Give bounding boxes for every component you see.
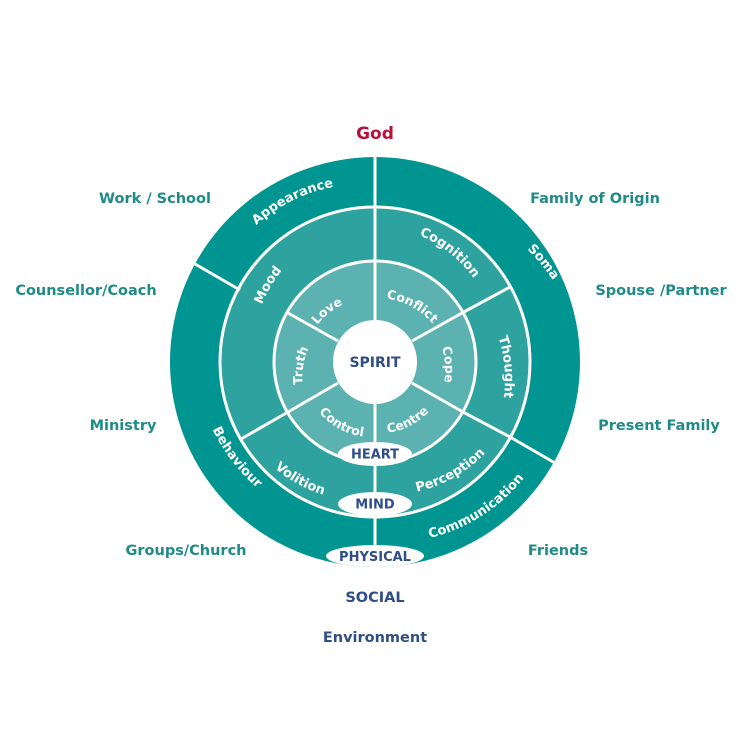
label-present-family: Present Family [598,418,720,434]
physical-pill: PHYSICAL [326,545,424,567]
spirit-center [333,320,417,404]
label-ministry: Ministry [90,418,157,434]
mind-pill: MIND [338,492,412,516]
mind-ring-dividers [240,207,511,517]
label-work-school: Work / School [99,191,211,207]
spirit-label: SPIRIT [349,355,401,371]
god-label: God [356,124,394,144]
label-friends: Friends [528,543,588,559]
label-counsellor-coach: Counsellor/Coach [15,283,156,299]
label-family-of-origin: Family of Origin [530,191,660,207]
heart-ring-label: HEART [351,448,399,463]
physical-ring-label: PHYSICAL [339,550,411,565]
label-groups-church: Groups/Church [126,543,247,559]
social-label: SOCIAL [345,590,404,606]
heart-pill: HEART [338,442,412,466]
environment-label: Environment [323,630,427,646]
mind-ring-label: MIND [355,498,395,513]
label-spouse-partner: Spouse /Partner [595,283,727,299]
